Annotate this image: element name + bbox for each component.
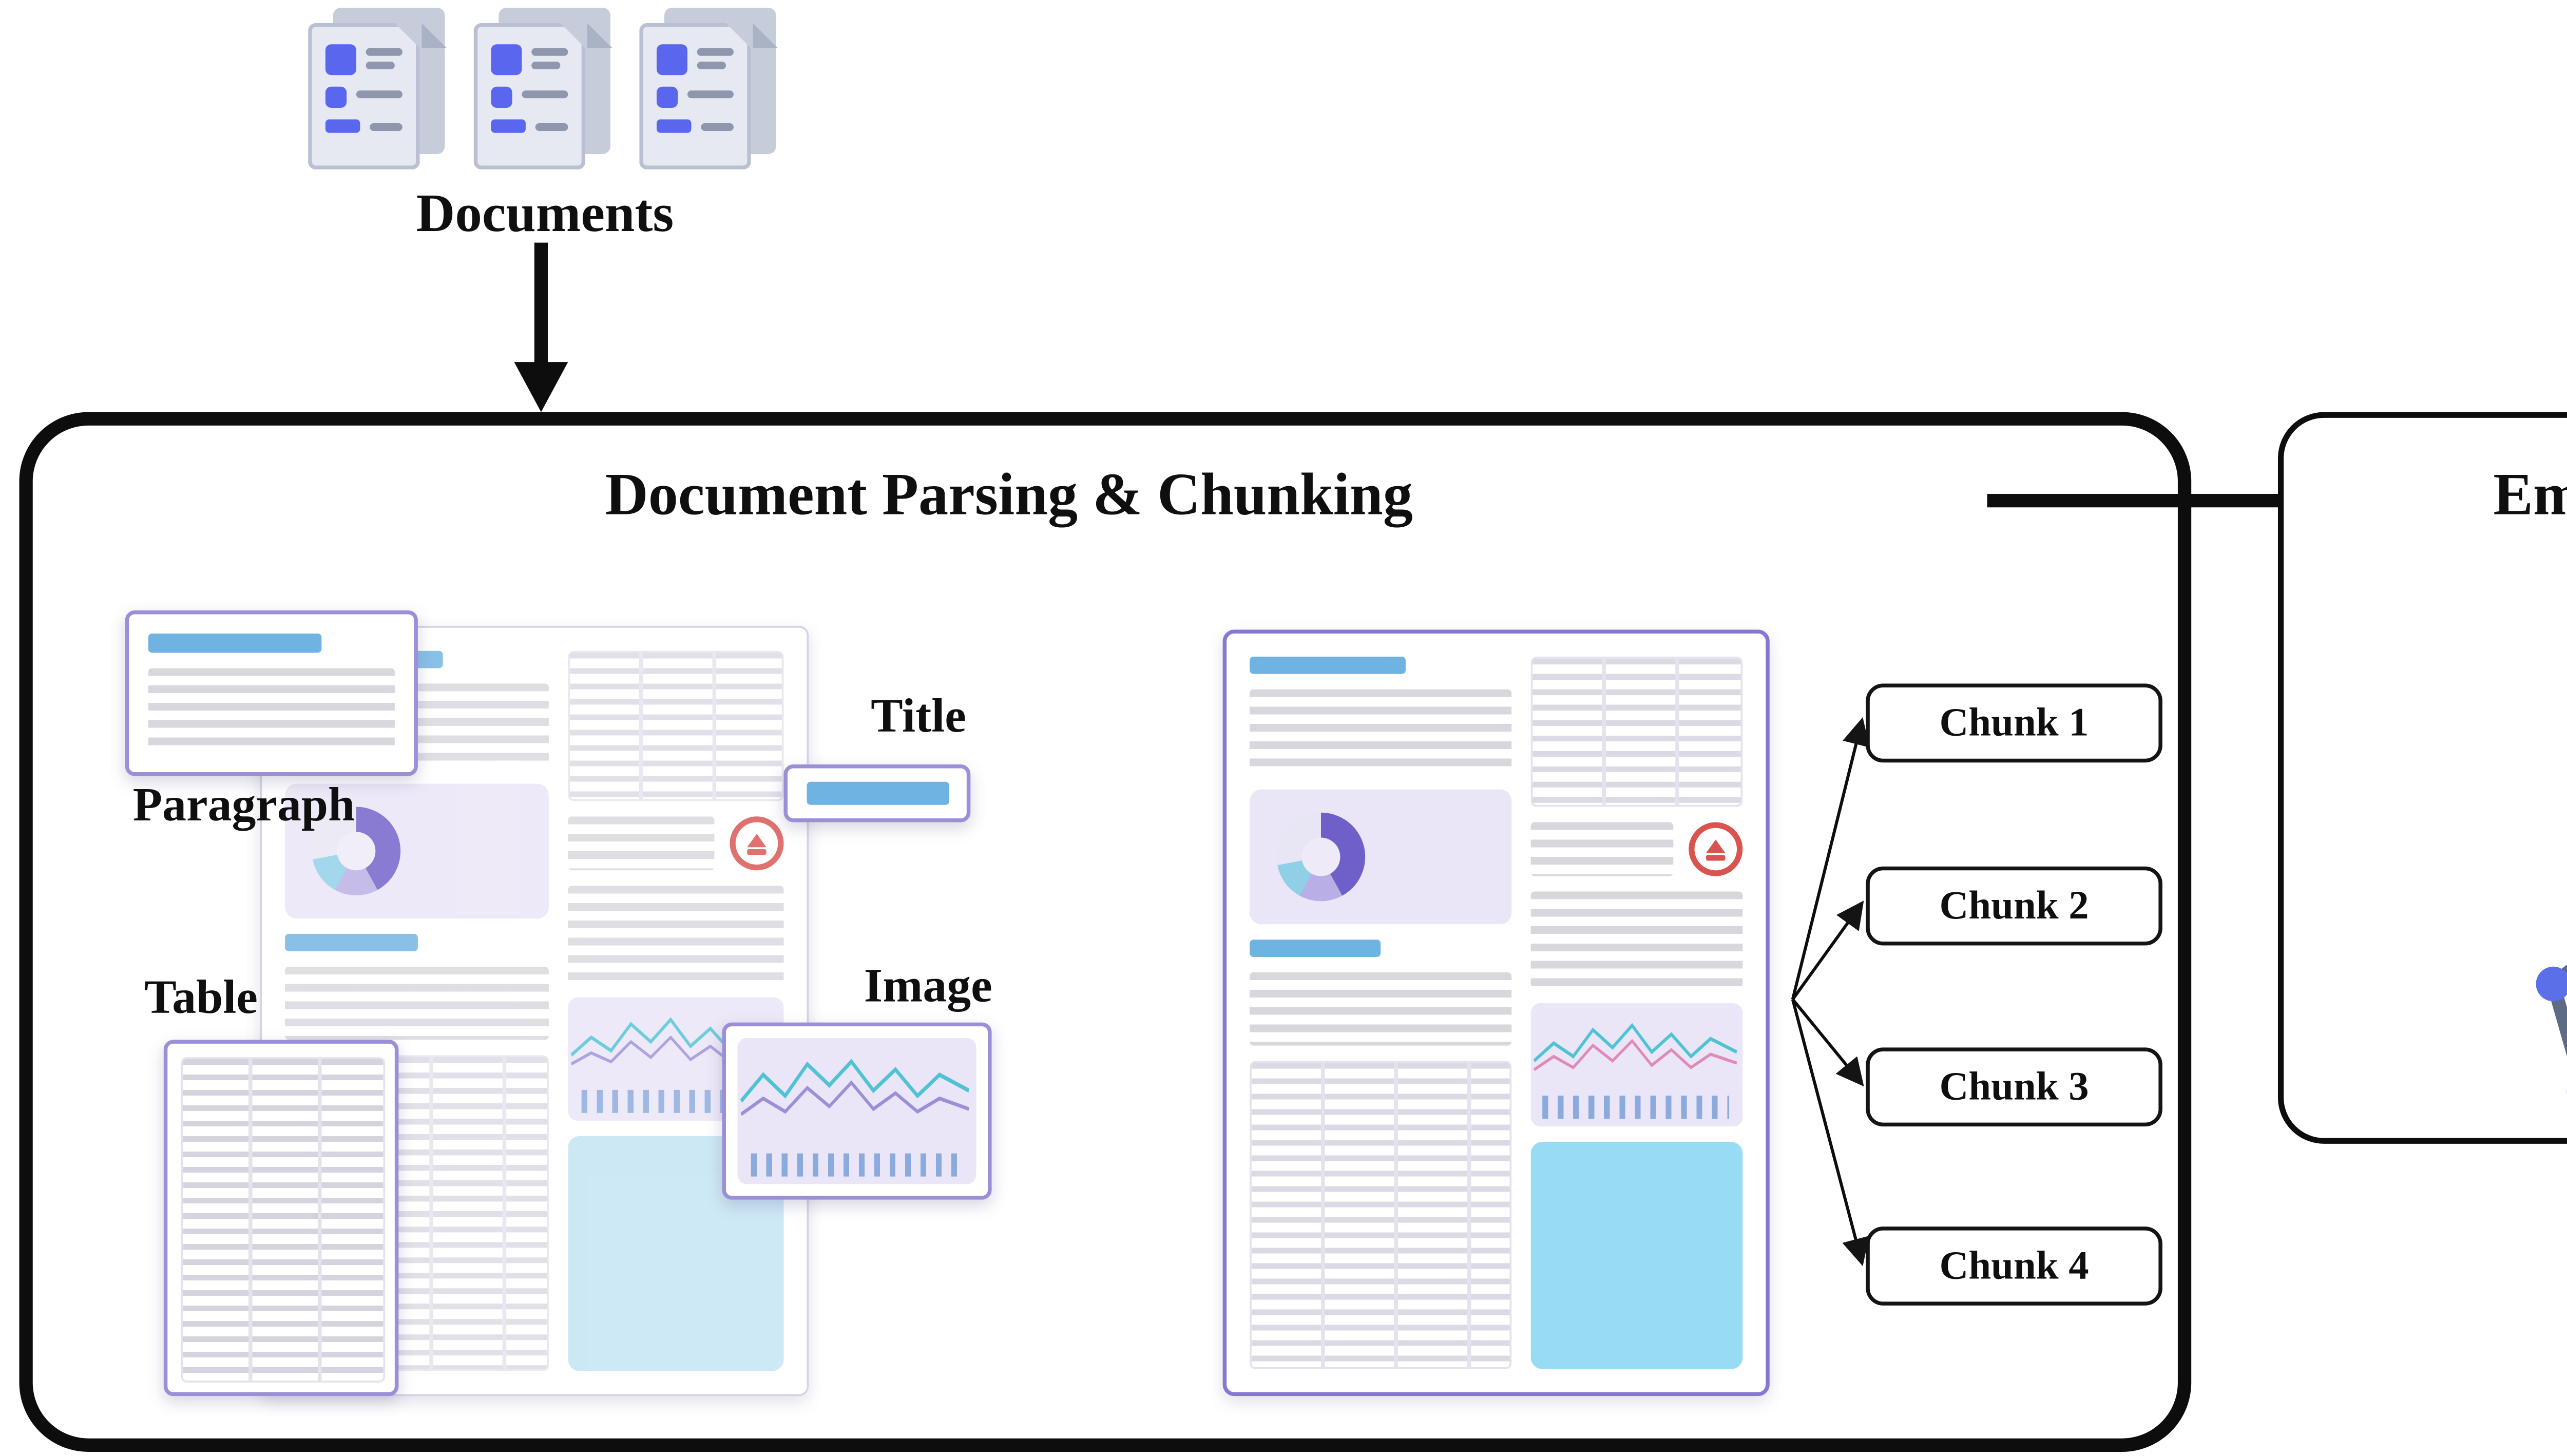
paragraph-label: Paragraph xyxy=(132,779,355,832)
text-skeleton xyxy=(1530,822,1674,876)
text-skeleton xyxy=(148,668,395,753)
text-skeleton xyxy=(1530,891,1743,988)
text-skeleton xyxy=(1250,972,1511,1046)
heading-bar xyxy=(148,633,321,653)
doc-icon-row xyxy=(491,120,568,133)
donut-figure xyxy=(1250,789,1511,925)
document-icon xyxy=(639,8,782,174)
table-skeleton xyxy=(568,650,784,801)
text-lines xyxy=(370,120,403,131)
doc-icon-row xyxy=(657,87,734,108)
document-stack-icons xyxy=(308,8,782,174)
document-front-sheet xyxy=(639,23,751,169)
embedding-title: Embedding xyxy=(2493,460,2567,528)
blue-square-bullet xyxy=(657,44,687,75)
chunk-box: Chunk 2 xyxy=(1866,866,2162,946)
doc-icon-row xyxy=(325,87,403,108)
donut-chart-icon xyxy=(312,807,401,896)
highlight-block xyxy=(1530,1142,1743,1369)
page-left-column xyxy=(1250,656,1511,1369)
image-callout-card xyxy=(722,1022,992,1200)
text-skeleton xyxy=(1250,689,1511,774)
documents-label: Documents xyxy=(416,185,674,245)
text-lines xyxy=(356,87,403,99)
blue-square-bullet xyxy=(491,87,512,108)
mini-bars xyxy=(1543,1096,1730,1119)
donut-chart-icon xyxy=(1276,812,1366,902)
text-lines xyxy=(687,87,734,99)
chunk-box: Chunk 3 xyxy=(1866,1047,2162,1127)
text-lines xyxy=(701,120,734,131)
line-chart-icon xyxy=(740,1059,970,1116)
document-icon xyxy=(308,8,451,174)
text-skeleton xyxy=(568,816,715,871)
chunk-box: Chunk 4 xyxy=(1866,1227,2162,1306)
embedding-box: Embedding Store xyxy=(2277,412,2567,1144)
arrows-page-to-chunks xyxy=(1791,717,1870,1267)
parsing-chunking-box: Document Parsing & Chunking xyxy=(19,412,2192,1452)
red-circle-arrow-icon xyxy=(1689,822,1743,876)
blue-square-bullet xyxy=(491,44,522,75)
title-bar xyxy=(806,781,949,805)
table-label: Table xyxy=(144,972,258,1025)
document-front-sheet xyxy=(474,23,586,169)
title-callout-card xyxy=(783,764,971,822)
text-skeleton xyxy=(285,966,549,1040)
paragraph-callout-card xyxy=(125,610,418,776)
arrow-documents-to-parsing xyxy=(514,242,568,412)
chunk-box: Chunk 1 xyxy=(1866,683,2162,763)
table-callout-card xyxy=(163,1040,399,1396)
image-label: Image xyxy=(864,961,992,1013)
document-front-sheet xyxy=(308,23,420,169)
heading-bar xyxy=(1250,940,1381,957)
heading-bar xyxy=(285,934,417,951)
text-and-badge-row xyxy=(568,816,784,871)
text-lines xyxy=(522,87,568,99)
mini-bars xyxy=(752,1153,962,1177)
parsed-document-page xyxy=(1222,629,1770,1396)
heading-bar xyxy=(1250,656,1407,674)
text-and-badge-row xyxy=(1530,822,1743,876)
donut-figure xyxy=(285,783,549,919)
blue-bar-bullet xyxy=(491,120,526,133)
text-lines xyxy=(366,44,403,69)
doc-icon-row xyxy=(657,120,734,133)
text-lines xyxy=(535,120,568,131)
blue-square-bullet xyxy=(657,87,678,108)
blue-square-bullet xyxy=(325,44,356,75)
text-skeleton xyxy=(568,886,784,982)
doc-icon-row xyxy=(325,44,403,75)
documents-group: Documents xyxy=(308,8,782,246)
line-chart-figure xyxy=(737,1038,976,1184)
line-chart-icon xyxy=(1532,1023,1737,1071)
blue-square-bullet xyxy=(325,87,347,108)
doc-icon-row xyxy=(491,87,568,108)
parsing-title: Document Parsing & Chunking xyxy=(605,460,1413,528)
table-skeleton xyxy=(1530,656,1743,807)
doc-icon-row xyxy=(657,44,734,75)
table-skeleton xyxy=(181,1057,386,1383)
text-lines xyxy=(697,44,734,69)
blue-bar-bullet xyxy=(657,120,692,133)
title-label: Title xyxy=(871,691,966,743)
line-chart-figure xyxy=(1530,1003,1743,1127)
vector-store-graph-icon xyxy=(2536,964,2567,1095)
graph-node xyxy=(2536,966,2567,1002)
doc-icon-row xyxy=(491,44,568,75)
page-right-column xyxy=(568,650,784,1371)
red-circle-arrow-icon xyxy=(730,816,784,871)
doc-icon-row xyxy=(325,120,403,133)
text-lines xyxy=(531,44,568,69)
document-icon xyxy=(474,8,617,174)
table-skeleton xyxy=(1250,1061,1511,1369)
blue-bar-bullet xyxy=(325,120,360,133)
page-right-column xyxy=(1530,656,1743,1369)
